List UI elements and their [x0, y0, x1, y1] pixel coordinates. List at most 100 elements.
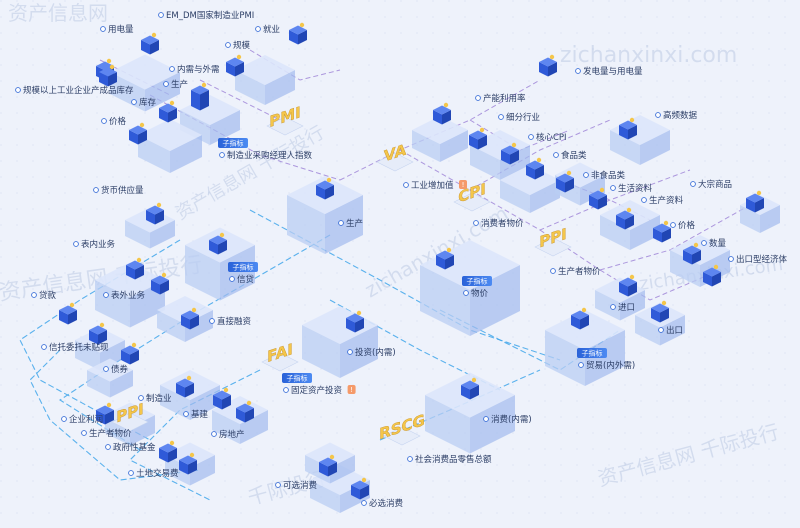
- label-text: 核心CPI: [536, 132, 567, 143]
- can-icon: [556, 170, 574, 193]
- bullet-dot: [701, 240, 707, 246]
- factory-icon: [141, 32, 159, 55]
- bullet-dot: [73, 241, 79, 247]
- label-text: 表内业务: [81, 239, 116, 250]
- label-bonds: 债券: [103, 364, 129, 375]
- label-text: 消费(内需): [491, 414, 532, 425]
- label-text: 社会消费品零售总额: [415, 454, 492, 465]
- bullet-dot: [128, 470, 134, 476]
- label-layer: EM_DM国家制造业PMI用电量规模就业内需与外需生产规模以上工业企业产成品库存…: [15, 10, 788, 509]
- cart-icon: [351, 477, 369, 500]
- bullet-dot: [553, 152, 559, 158]
- label-core-cpi: 核心CPI: [528, 132, 567, 143]
- bullet-dot: [255, 26, 261, 32]
- platform-block: [305, 442, 355, 484]
- platform-block: [87, 358, 133, 398]
- platform-block: [110, 54, 180, 112]
- bullet-dot: [131, 99, 137, 105]
- bullet-dot: [163, 81, 169, 87]
- calculator-icon: [181, 307, 199, 330]
- bullet-dot: [528, 134, 534, 140]
- label-real-estate: 房地产: [211, 429, 245, 440]
- card-icon: [89, 322, 107, 345]
- watermark-text: zichanxinxi.com: [560, 43, 737, 68]
- box-icon: [683, 242, 701, 265]
- label-text: 规模以上工业企业产成品库存: [23, 85, 134, 96]
- bullet-dot: [610, 304, 616, 310]
- label-ppi2-producer-price: 生产者物价: [81, 428, 132, 439]
- bullet-dot: [690, 181, 696, 187]
- label-employment: 就业: [255, 24, 280, 35]
- label-industrial-va: 工业增加值!: [403, 180, 467, 191]
- warning-icon: [459, 180, 467, 189]
- chart-icon: [501, 142, 519, 165]
- label-text: 制造业采购经理人指数: [227, 150, 313, 161]
- port-icon: [571, 307, 589, 330]
- label-quantity: 数量: [701, 238, 727, 249]
- container-icon: [619, 274, 637, 297]
- label-production-pmi: 生产: [163, 79, 188, 90]
- label-text: 贸易(内外需): [586, 360, 635, 371]
- bullet-dot: [338, 220, 344, 226]
- label-text: 信托委托未贴现: [49, 342, 109, 353]
- gear-icon: [616, 207, 634, 230]
- label-text: 细分行业: [506, 112, 540, 123]
- sub-indicator-tag-text: 子指标: [233, 263, 254, 272]
- bullet-dot: [641, 197, 647, 203]
- coins-icon: [96, 402, 114, 425]
- sub-indicator-tag: [228, 262, 258, 272]
- inventory-icon: [159, 100, 177, 123]
- helmet-icon: [619, 117, 637, 140]
- sub-indicator-tag: [462, 276, 492, 286]
- bullet-dot: [225, 42, 231, 48]
- label-food: 食品类: [553, 150, 587, 161]
- label-text: 发电量与用电量: [583, 66, 643, 77]
- bullet-dot: [93, 187, 99, 193]
- link-line: [539, 204, 751, 271]
- bullet-dot: [403, 182, 409, 188]
- label-text: 出口型经济体: [736, 254, 788, 265]
- bullet-dot: [100, 26, 106, 32]
- label-text: 土地交易费: [136, 468, 179, 479]
- bullet-dot: [463, 290, 469, 296]
- label-capacity-utilization: 产能利用率: [475, 93, 526, 104]
- bullet-dot: [229, 276, 235, 282]
- bullet-dot: [105, 444, 111, 450]
- link-line: [29, 349, 201, 481]
- robot-arm-icon: [433, 102, 451, 125]
- hub-abbr: VA: [384, 141, 406, 166]
- car-icon: [176, 375, 194, 398]
- bullet-dot: [61, 416, 67, 422]
- bullet-dot: [275, 482, 281, 488]
- label-text: 房地产: [219, 429, 245, 440]
- basket-icon: [461, 377, 479, 400]
- power-tower-icon: [539, 54, 557, 77]
- building-icon: [236, 400, 254, 423]
- production-icon: [191, 82, 209, 105]
- platform-block: [500, 165, 560, 213]
- label-text: 库存: [139, 97, 157, 108]
- sub-indicator-tag-text: 子指标: [582, 349, 603, 358]
- label-enterprise-profit: 企业利润: [61, 414, 103, 425]
- label-text: 信贷: [237, 274, 255, 285]
- money-stack-icon: [146, 202, 164, 225]
- label-text: 生产: [346, 218, 363, 229]
- sub-indicator-tag-text: 子指标: [223, 139, 244, 148]
- bank-icon: [209, 232, 227, 255]
- bullet-dot: [361, 500, 367, 506]
- bullet-dot: [103, 292, 109, 298]
- bullet-dot: [158, 12, 164, 18]
- warning-mark: !: [462, 181, 465, 189]
- bullet-dot: [183, 411, 189, 417]
- excavator-icon: [213, 387, 231, 410]
- label-text: 价格: [678, 220, 696, 231]
- label-text: 表外业务: [111, 290, 146, 301]
- ship-icon: [703, 264, 721, 287]
- coins-icon: [346, 310, 364, 333]
- label-infrastructure: 基建: [183, 409, 209, 420]
- platform-block: [412, 116, 468, 162]
- label-price-pmi: 价格: [101, 116, 127, 127]
